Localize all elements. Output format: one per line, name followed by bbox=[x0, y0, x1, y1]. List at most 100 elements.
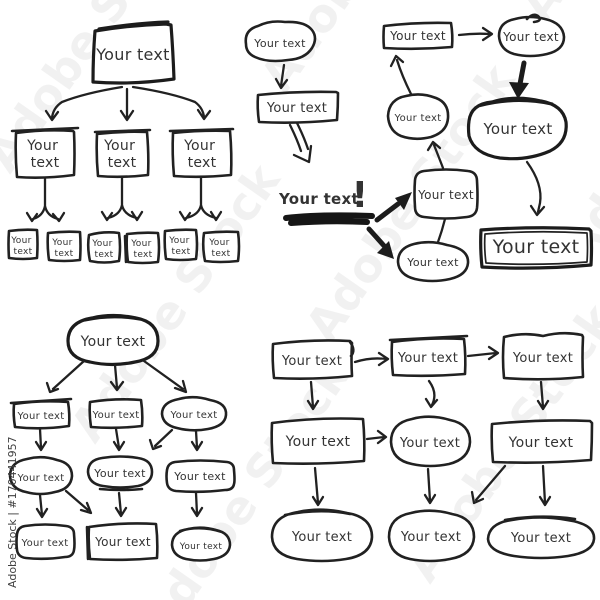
node-label-line: text bbox=[31, 155, 60, 171]
arrow bbox=[64, 489, 93, 515]
node-label: Your text bbox=[130, 239, 155, 260]
node-label: Your text bbox=[91, 239, 116, 260]
arrow bbox=[424, 379, 439, 409]
arrow bbox=[525, 160, 546, 217]
node-blob: Your text bbox=[466, 96, 568, 161]
node-ellipse: Your text bbox=[389, 415, 472, 468]
node-outline bbox=[387, 509, 476, 563]
arrow bbox=[142, 359, 188, 394]
node-label-line: Your bbox=[183, 138, 215, 154]
node-label: Your text bbox=[397, 351, 458, 366]
node-ellipse: Your text bbox=[396, 240, 470, 283]
arrow bbox=[274, 63, 289, 90]
node-root-ellipse: Your text bbox=[66, 313, 160, 367]
node-outline bbox=[413, 168, 479, 220]
node-label: Your text bbox=[51, 238, 76, 259]
arrow bbox=[114, 491, 128, 518]
node-label: Your text bbox=[399, 436, 460, 451]
node-label: Your text bbox=[170, 410, 218, 421]
node-outline bbox=[386, 93, 450, 141]
arrow bbox=[457, 26, 494, 42]
node-ellipse: Your text bbox=[244, 20, 317, 63]
node-ellipse: Your text bbox=[8, 455, 74, 496]
node-label-line: text bbox=[134, 250, 153, 260]
node-outline bbox=[244, 20, 317, 63]
node-outline bbox=[388, 334, 469, 378]
node-rect: Your text bbox=[88, 398, 144, 430]
arrow bbox=[34, 427, 48, 452]
arrow bbox=[536, 380, 550, 411]
node-outline bbox=[8, 455, 74, 496]
arrow bbox=[426, 140, 445, 170]
node-outline bbox=[201, 230, 241, 264]
node-root-rect: Your text bbox=[91, 20, 176, 85]
node-label: Your text bbox=[400, 530, 461, 545]
node-outline bbox=[86, 455, 154, 492]
node-rect: Your text bbox=[9, 397, 73, 430]
node-ellipse: Your text bbox=[387, 509, 476, 563]
arrow-shaft bbox=[366, 226, 389, 251]
node-rect: Your text bbox=[256, 90, 340, 124]
node-label: Your text bbox=[17, 473, 65, 484]
node-label-line: text bbox=[108, 155, 137, 171]
node-outline bbox=[479, 226, 594, 270]
node-label: Your text bbox=[417, 188, 474, 202]
node-capsule: Your text bbox=[86, 455, 154, 492]
node-label: Your text bbox=[173, 470, 226, 483]
exclamation-mark: ! bbox=[352, 175, 369, 216]
node-outline bbox=[486, 515, 596, 560]
arrow-bold-se bbox=[366, 226, 394, 259]
node-label: Your text bbox=[208, 238, 233, 259]
steps-flowchart: Your text Your text Your text ! bbox=[244, 20, 412, 259]
node-rect: Your text bbox=[86, 231, 122, 264]
node-outline bbox=[15, 523, 76, 561]
node-label: Your text bbox=[291, 530, 352, 545]
node-rounded-rect: Your text bbox=[165, 459, 236, 494]
arrow-bold-ne bbox=[374, 192, 412, 223]
node-label-line: Your bbox=[10, 236, 31, 246]
node-label: Your text bbox=[508, 435, 574, 451]
node-label: Your text bbox=[394, 113, 442, 124]
arrow-head bbox=[509, 82, 529, 99]
arrow bbox=[423, 467, 437, 505]
arrow bbox=[190, 491, 204, 518]
node-label-line: Your bbox=[26, 138, 58, 154]
underline-scribble bbox=[283, 212, 375, 226]
node-outline bbox=[10, 126, 80, 179]
node-label: Your text bbox=[285, 434, 351, 450]
node-label-line: text bbox=[14, 247, 33, 257]
node-outline bbox=[7, 228, 39, 261]
emphasis-text-group: Your text ! bbox=[278, 175, 375, 226]
grid-flowchart: Your text Your text Your text Your text … bbox=[270, 331, 596, 563]
node-label: Your text bbox=[492, 236, 580, 258]
arrow bbox=[470, 464, 507, 505]
node-outline bbox=[160, 395, 228, 432]
node-rect: Your text bbox=[7, 228, 39, 261]
node-outline bbox=[256, 90, 340, 124]
node-outline bbox=[88, 398, 144, 430]
arrow bbox=[466, 345, 500, 361]
node-label: Your text bbox=[482, 120, 552, 138]
node-label-line: text bbox=[172, 247, 191, 257]
node-label-line: Your bbox=[168, 236, 189, 246]
node-rect: Your text bbox=[271, 339, 355, 380]
arrow bbox=[389, 54, 413, 96]
node-ellipse: Your text bbox=[497, 13, 566, 58]
node-label: Your text bbox=[17, 411, 65, 422]
node-rect: Your text bbox=[10, 126, 80, 179]
node-outline bbox=[93, 128, 152, 179]
node-label-line: Your bbox=[130, 239, 151, 249]
fork-arrows bbox=[100, 176, 144, 222]
arrow bbox=[112, 427, 126, 452]
node-outline bbox=[271, 339, 355, 380]
cycle-flowchart: Your text Your text Your text Your text … bbox=[382, 13, 594, 283]
node-rounded-rect: Your text bbox=[413, 168, 479, 220]
arrow-shaft bbox=[374, 201, 401, 223]
node-label: Your text bbox=[103, 138, 140, 171]
arrow bbox=[44, 85, 124, 122]
node-label: Your text bbox=[92, 410, 140, 421]
node-rect: Your text bbox=[382, 21, 454, 51]
arrow-head bbox=[377, 241, 394, 259]
node-label-line: text bbox=[95, 250, 114, 260]
